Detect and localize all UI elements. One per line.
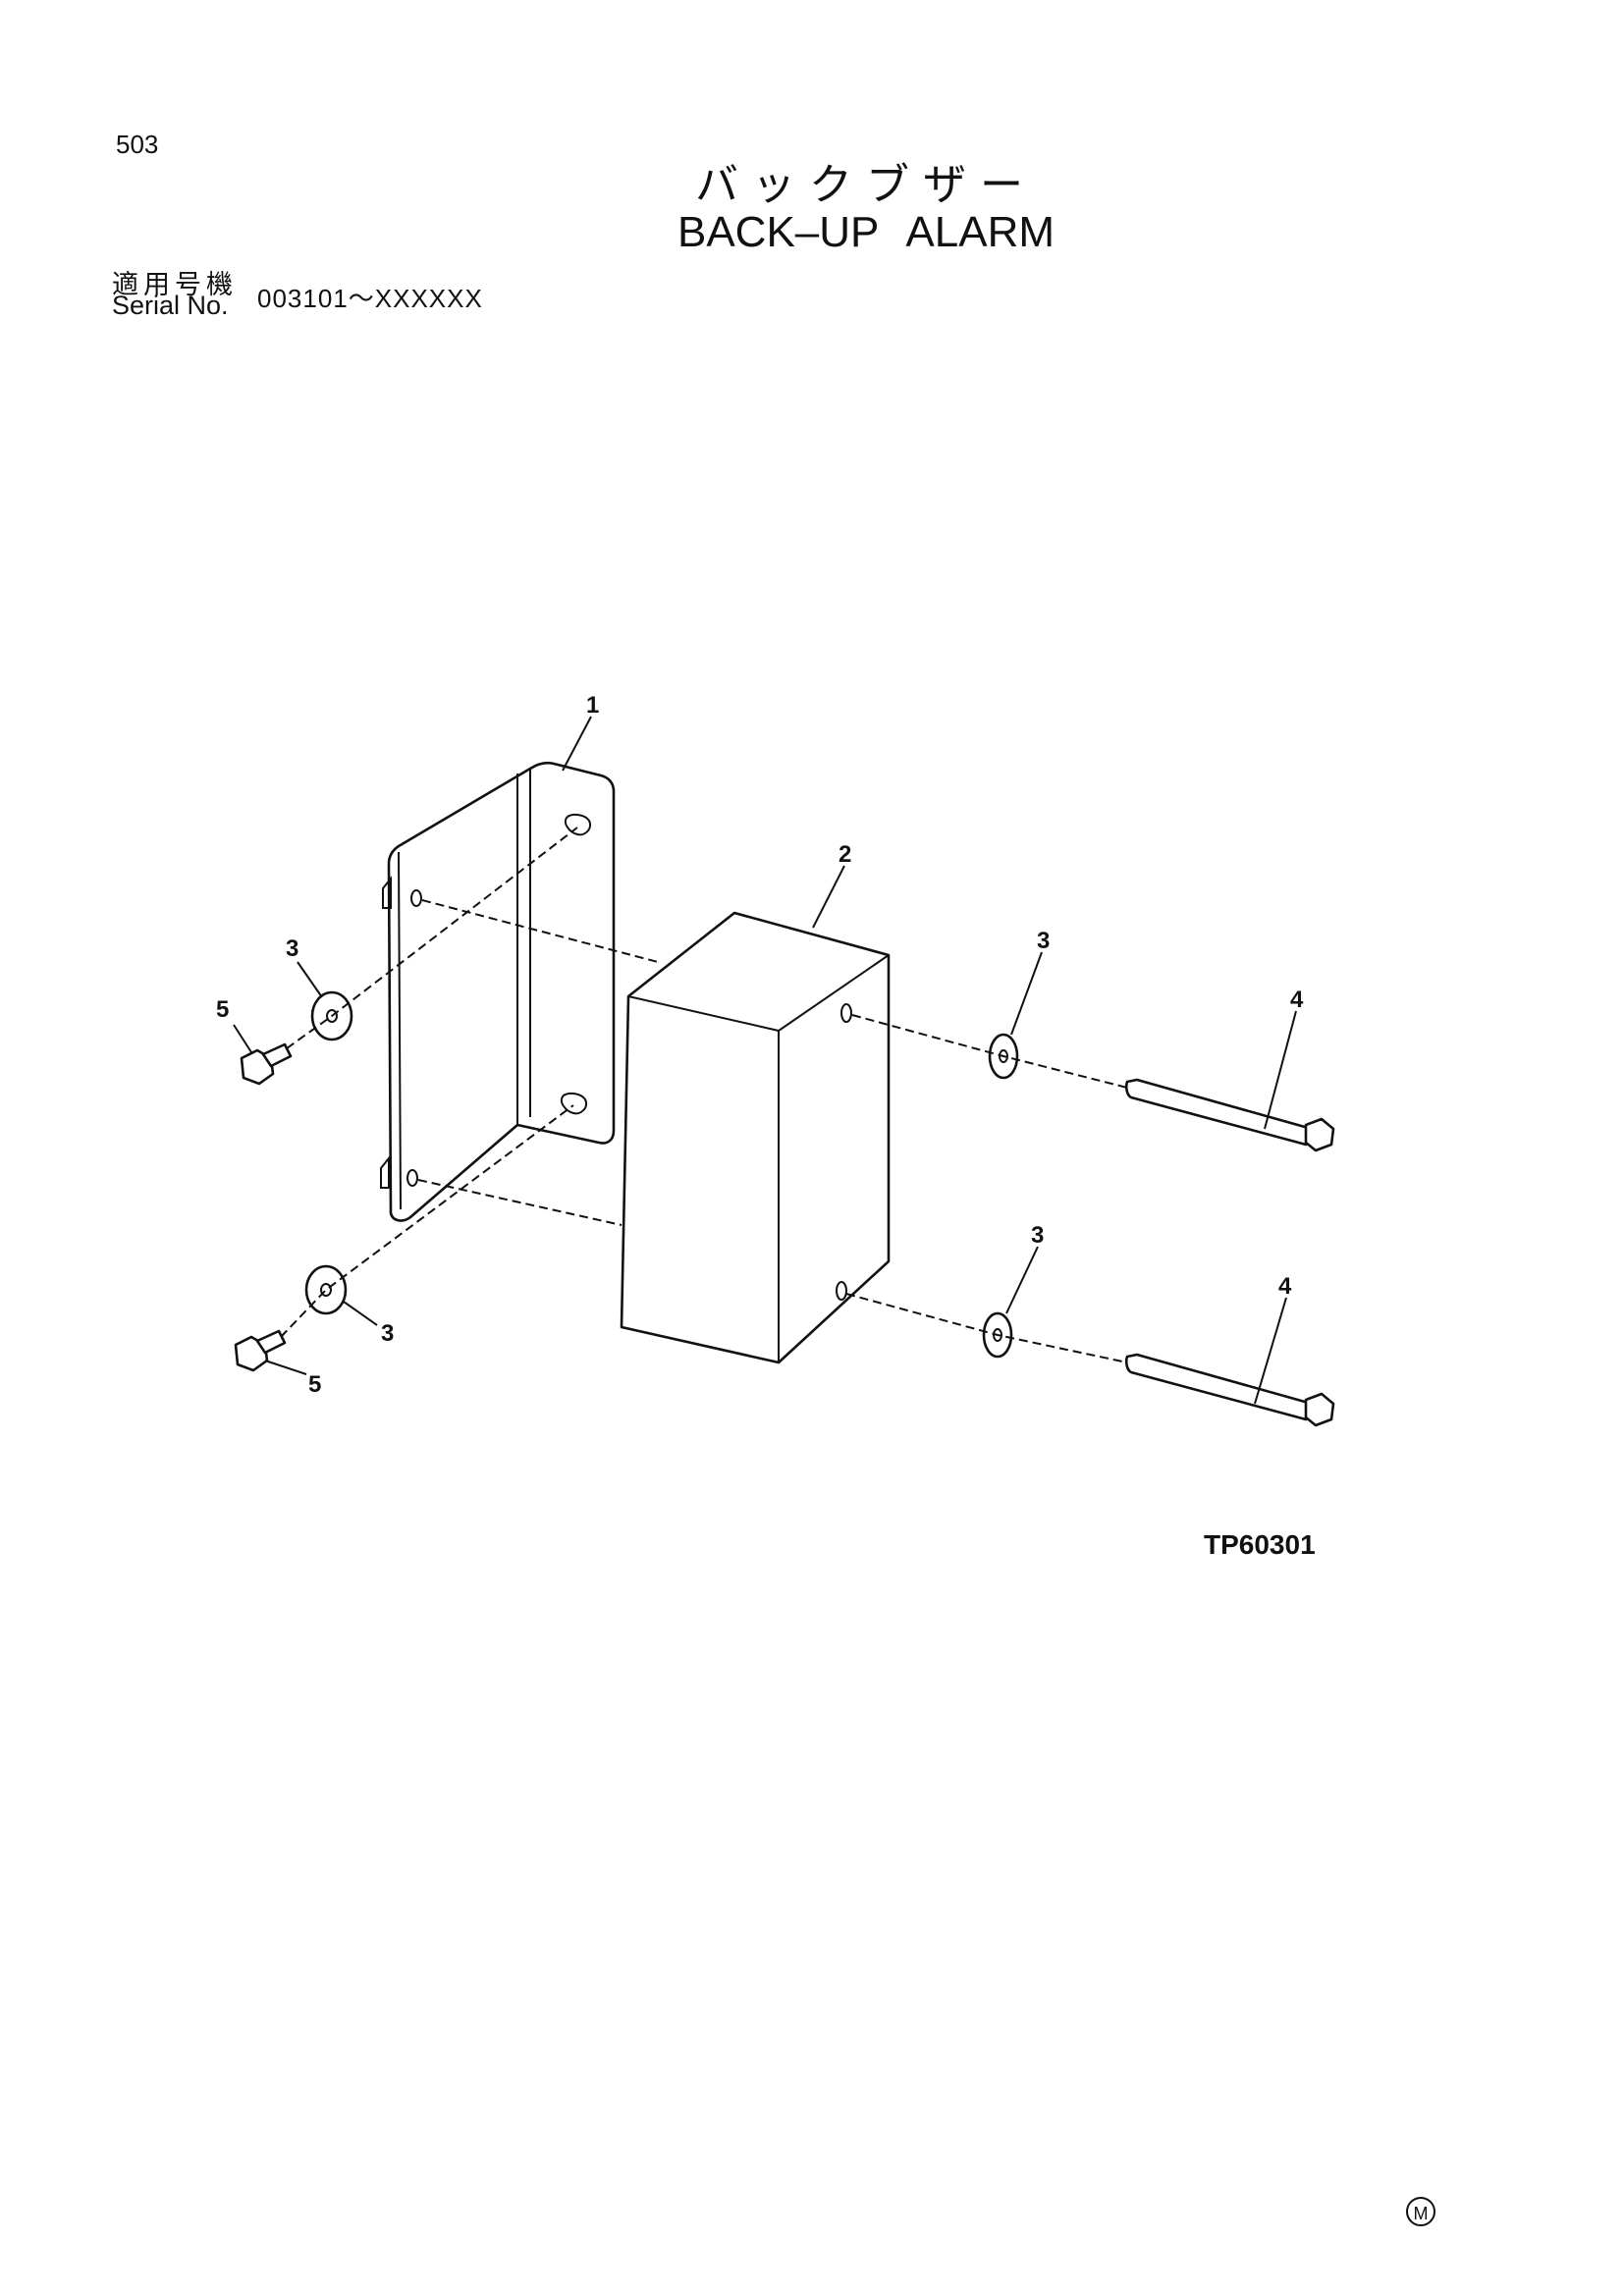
callout-5-upper: 5 bbox=[216, 996, 229, 1023]
serial-label-japanese: 適用号機 bbox=[112, 270, 238, 300]
callout-4-upper: 4 bbox=[1290, 987, 1304, 1013]
bolt-upper-left bbox=[240, 1042, 293, 1086]
page-title-english: BACK–UP ALARM bbox=[677, 208, 1055, 256]
callout-4-lower: 4 bbox=[1278, 1273, 1292, 1300]
callout-3-upper-right: 3 bbox=[1037, 928, 1050, 954]
serial-label-english: Serial No. bbox=[112, 291, 229, 320]
page-number: 503 bbox=[116, 130, 159, 159]
callout-3-lower-left: 3 bbox=[381, 1320, 394, 1347]
callout-3-lower-right: 3 bbox=[1031, 1222, 1044, 1249]
washer-lower-left bbox=[304, 1264, 348, 1315]
callout-2: 2 bbox=[839, 841, 851, 868]
page-title-japanese: バックブザー bbox=[695, 160, 1037, 210]
assembly-lines bbox=[280, 827, 1128, 1363]
callout-3-upper-left: 3 bbox=[286, 935, 298, 962]
callout-1: 1 bbox=[586, 692, 599, 719]
serial-range: 003101～XXXXXX bbox=[257, 284, 483, 313]
callout-leaders bbox=[233, 716, 1297, 1405]
circled-m-mark: M bbox=[1406, 2197, 1435, 2226]
bolt-upper-right bbox=[1124, 1078, 1335, 1152]
bolt-lower-left bbox=[234, 1329, 287, 1372]
callout-5-lower: 5 bbox=[308, 1371, 321, 1398]
figure-code: TP60301 bbox=[1204, 1529, 1316, 1560]
bracket-part bbox=[380, 761, 616, 1222]
back-up-alarm-part bbox=[620, 911, 891, 1364]
bolt-lower-right bbox=[1124, 1353, 1335, 1427]
